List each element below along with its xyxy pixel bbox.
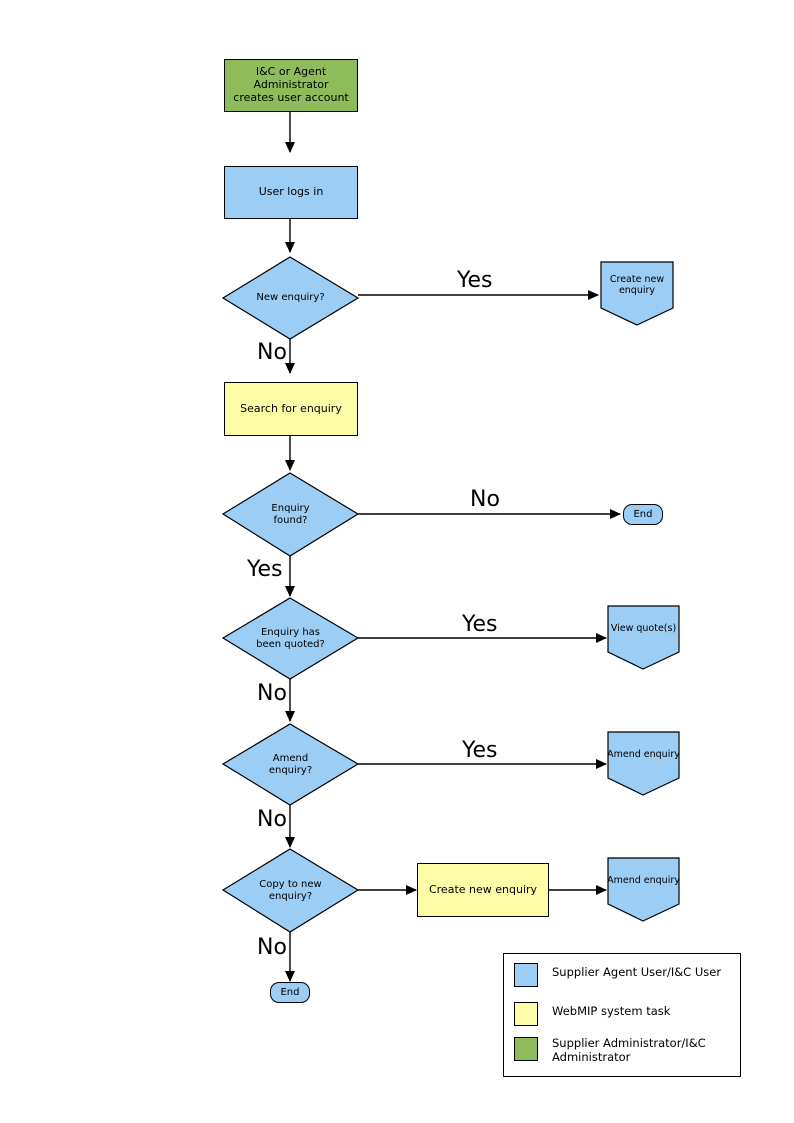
- legend-item-supplier-administrator: Supplier Administrator/I&C Administrator: [514, 1036, 734, 1065]
- edge-label-text: No: [257, 681, 287, 706]
- node-label: View quote(s): [610, 623, 677, 635]
- edge-label-enquiry-found-yes: Yes: [247, 557, 283, 582]
- edge-label-text: No: [257, 935, 287, 960]
- node-label: Amend enquiry: [607, 875, 680, 887]
- edge-label-amend-no: No: [257, 807, 287, 832]
- node-label: Amend enquiry?: [268, 752, 313, 776]
- edge-label-amend-yes: Yes: [462, 738, 498, 763]
- edge-label-text: No: [257, 340, 287, 365]
- node-label-amend-enquiry-question: Amend enquiry?: [223, 724, 358, 805]
- node-label-create-new-enquiry-shape: Create new enquiry: [601, 262, 673, 308]
- node-label-enquiry-quoted-question: Enquiry has been quoted?: [223, 598, 358, 679]
- node-search-for-enquiry[interactable]: Search for enquiry: [224, 382, 358, 436]
- node-enquiry-quoted-question[interactable]: [221, 597, 360, 680]
- node-label-enquiry-found-question: Enquiry found?: [223, 473, 358, 556]
- edge-label-text: Yes: [462, 738, 498, 763]
- node-end-bottom[interactable]: End: [270, 982, 310, 1003]
- node-label: Amend enquiry: [607, 749, 680, 761]
- node-copy-to-new-question[interactable]: [221, 848, 360, 933]
- node-create-new-enquiry-task[interactable]: Create new enquiry: [417, 863, 549, 917]
- node-label-view-quotes-shape: View quote(s): [608, 606, 679, 652]
- node-label: End: [280, 987, 300, 998]
- node-label-copy-to-new-question: Copy to new enquiry?: [223, 849, 358, 932]
- node-enquiry-found-question[interactable]: [221, 472, 360, 557]
- edge-label-new-enquiry-yes: Yes: [457, 268, 493, 293]
- edge-label-text: No: [470, 487, 500, 512]
- node-label-amend-enquiry-shape-2: Amend enquiry: [605, 858, 682, 904]
- edge-label-text: Yes: [457, 268, 493, 293]
- node-label: Search for enquiry: [240, 401, 342, 415]
- node-user-logs-in[interactable]: User logs in: [224, 166, 358, 219]
- node-label: Enquiry has been quoted?: [256, 626, 325, 650]
- legend-swatch-system-yellow: [514, 1002, 538, 1026]
- legend-swatch-user-blue: [514, 963, 538, 987]
- legend-item-webmip-system-task: WebMIP system task: [514, 1002, 734, 1026]
- node-amend-enquiry-question[interactable]: [221, 723, 360, 806]
- legend-label: Supplier Administrator/I&C Administrator: [552, 1036, 706, 1064]
- node-create-new-enquiry-shape[interactable]: [600, 261, 674, 326]
- node-label: Create new enquiry: [428, 882, 538, 896]
- node-label: End: [633, 509, 653, 520]
- node-admin-creates-account[interactable]: I&C or Agent Administrator creates user …: [224, 59, 358, 112]
- edge-label-quoted-no: No: [257, 681, 287, 706]
- node-view-quotes-shape[interactable]: [607, 605, 680, 670]
- node-label: Copy to new enquiry?: [259, 878, 322, 902]
- node-label: New enquiry?: [256, 292, 325, 304]
- edge-label-enquiry-found-no: No: [470, 487, 500, 512]
- edge-label-new-enquiry-no: No: [257, 340, 287, 365]
- node-end-top[interactable]: End: [623, 504, 663, 525]
- edge-label-quoted-yes: Yes: [462, 612, 498, 637]
- edge-label-text: Yes: [247, 557, 283, 582]
- node-label-amend-enquiry-shape-1: Amend enquiry: [605, 732, 682, 778]
- node-amend-enquiry-shape-2[interactable]: [607, 857, 680, 922]
- node-new-enquiry-question[interactable]: [221, 256, 360, 340]
- node-label-new-enquiry-question: New enquiry?: [223, 257, 358, 339]
- node-amend-enquiry-shape-1[interactable]: [607, 731, 680, 796]
- node-label: I&C or Agent Administrator creates user …: [233, 65, 349, 104]
- legend-swatch-admin-green: [514, 1037, 538, 1061]
- edge-label-text: Yes: [462, 612, 498, 637]
- node-label: Enquiry found?: [271, 502, 310, 526]
- node-label: User logs in: [258, 185, 324, 199]
- edge-label-text: No: [257, 807, 287, 832]
- legend: [503, 953, 741, 1077]
- node-label: Create new enquiry: [609, 273, 665, 296]
- legend-label: WebMIP system task: [552, 1004, 671, 1018]
- legend-label: Supplier Agent User/I&C User: [552, 965, 722, 979]
- legend-item-supplier-agent-user: Supplier Agent User/I&C User: [514, 963, 734, 987]
- edge-label-copy-no: No: [257, 935, 287, 960]
